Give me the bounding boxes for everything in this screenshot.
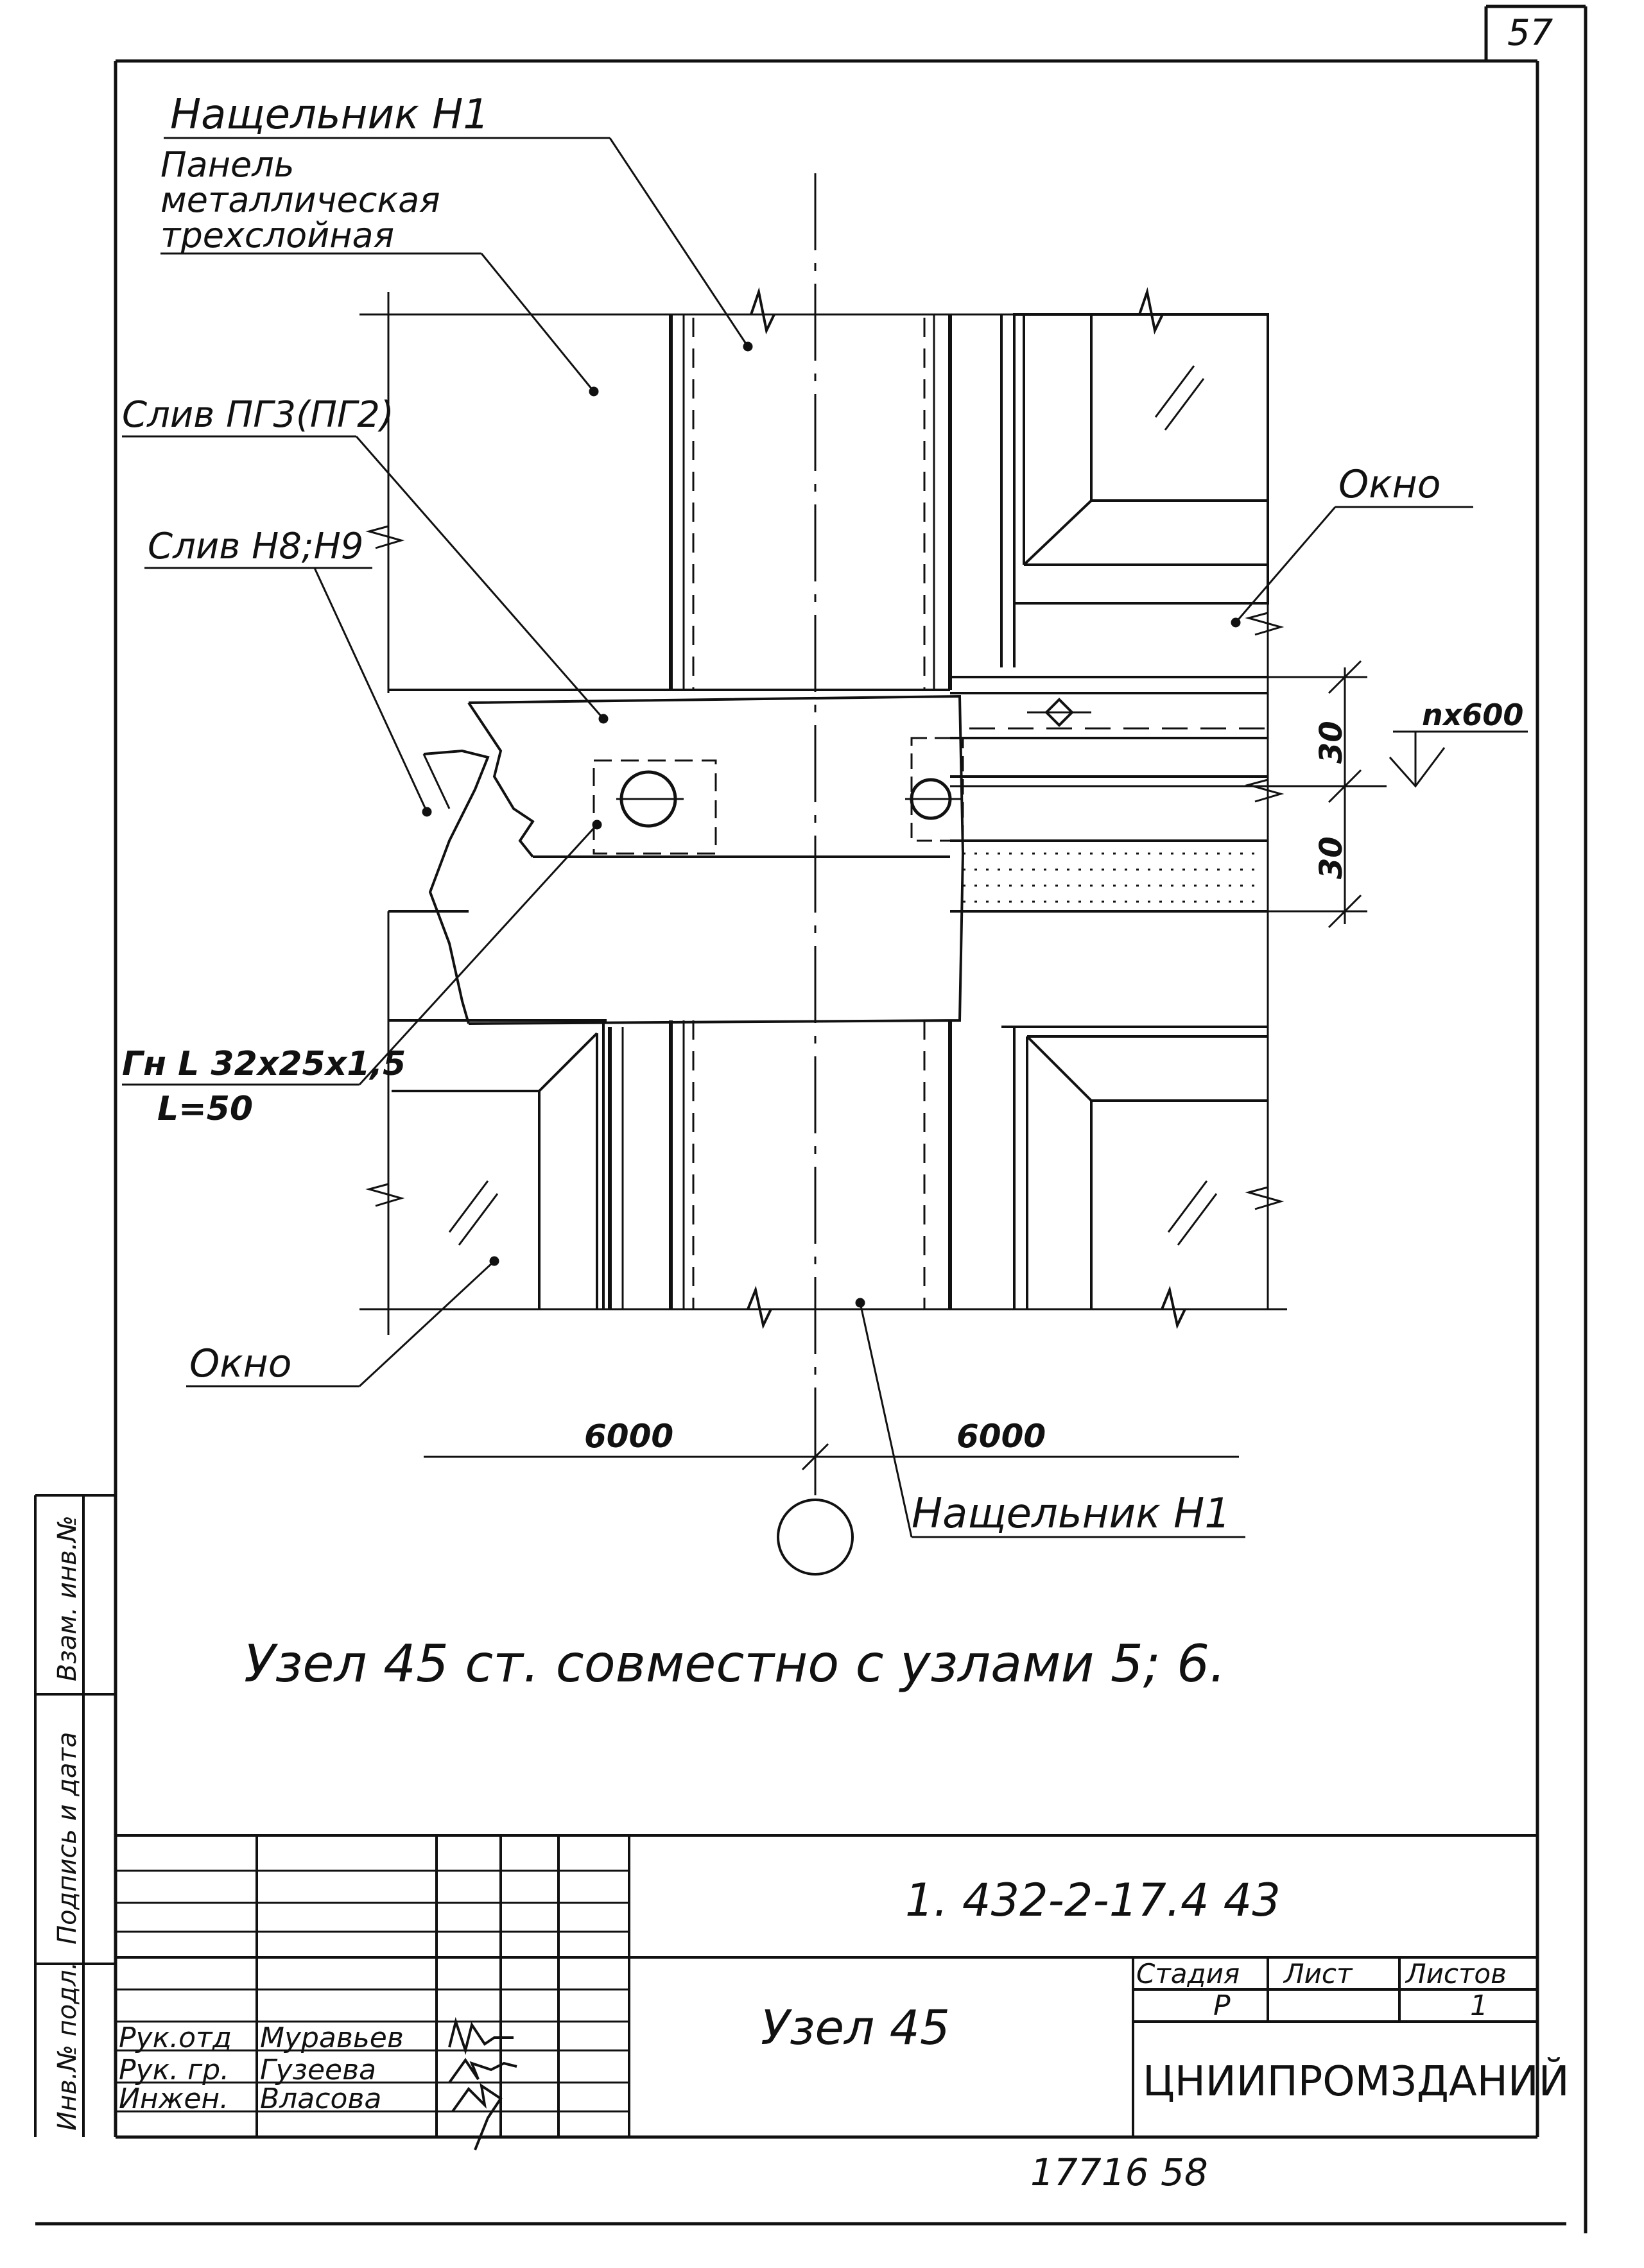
stage-value: Р: [1213, 1989, 1231, 2022]
sig-name-1: Гузеева: [260, 2054, 376, 2086]
dim-30-bottom: 30: [1313, 836, 1349, 879]
label-gn-1: Гн L 32х25х1,5: [122, 1045, 406, 1083]
label-okno-right: Окно: [1338, 462, 1441, 507]
stage-header: Стадия: [1136, 1958, 1240, 1989]
title-block: [116, 1834, 1537, 2137]
node-note: Узел 45 ст. совместно с узлами 5; 6.: [244, 1634, 1226, 1694]
leader-lines: [122, 137, 1473, 1538]
label-panel-3: трехслойная: [160, 215, 394, 255]
dimension-lines: [424, 660, 1528, 1576]
drawing-title: Узел 45: [761, 2000, 950, 2056]
label-nashchelnik-top: Нащельник Н1: [170, 91, 489, 139]
organization: ЦНИИПРОМЗДАНИЙ: [1143, 2057, 1570, 2106]
sheet-header: Лист: [1283, 1958, 1353, 1989]
sheets-value: 1: [1470, 1989, 1488, 2022]
side-stamp-inv-podl: Инв.№ подл.: [53, 1962, 82, 2131]
doc-code: 1. 432-2-17.4 43: [905, 1874, 1281, 1927]
dim-30-top: 30: [1313, 721, 1349, 764]
sig-name-2: Власова: [260, 2083, 381, 2115]
label-sliv-pg: Слив ПГ3(ПГ2): [122, 394, 394, 436]
label-okno-left: Окно: [189, 1341, 291, 1386]
label-sliv-h: Слив Н8;Н9: [148, 526, 363, 567]
dim-span-right: 6000: [956, 1418, 1046, 1455]
page-number: 57: [1507, 12, 1553, 54]
callout-labels: Нащельник Н1 Панель металлическая трехсл…: [122, 91, 1441, 1538]
side-stamp-podpis: Подпись и дата: [53, 1732, 82, 1945]
sig-role-2: Инжен.: [119, 2083, 229, 2115]
label-panel-1: Панель: [160, 144, 295, 185]
node-drawing: [359, 173, 1287, 1476]
sig-role-1: Рук. гр.: [119, 2054, 229, 2086]
sheet-frame: [35, 4, 1588, 2233]
handwritten-signatures: [448, 2016, 517, 2151]
side-stamp: Инв.№ подл. Подпись и дата Взам. инв.№: [34, 1494, 116, 2137]
side-stamp-vzam: Взам. инв.№: [53, 1515, 82, 1681]
dim-nx600: nх600: [1422, 698, 1523, 732]
archive-number: 17716 58: [1030, 2151, 1208, 2194]
sig-name-0: Муравьев: [260, 2022, 404, 2054]
label-panel-2: металлическая: [160, 180, 440, 220]
sig-role-0: Рук.отд: [119, 2022, 232, 2054]
label-nashchelnik-bottom: Нащельник Н1: [912, 1490, 1231, 1538]
signature-rows: Рук.отд Муравьев Рук. гр. Гузеева Инжен.…: [119, 2016, 517, 2151]
dim-span-left: 6000: [584, 1418, 673, 1455]
label-gn-2: L=50: [157, 1090, 253, 1128]
sheets-header: Листов: [1405, 1958, 1507, 1989]
